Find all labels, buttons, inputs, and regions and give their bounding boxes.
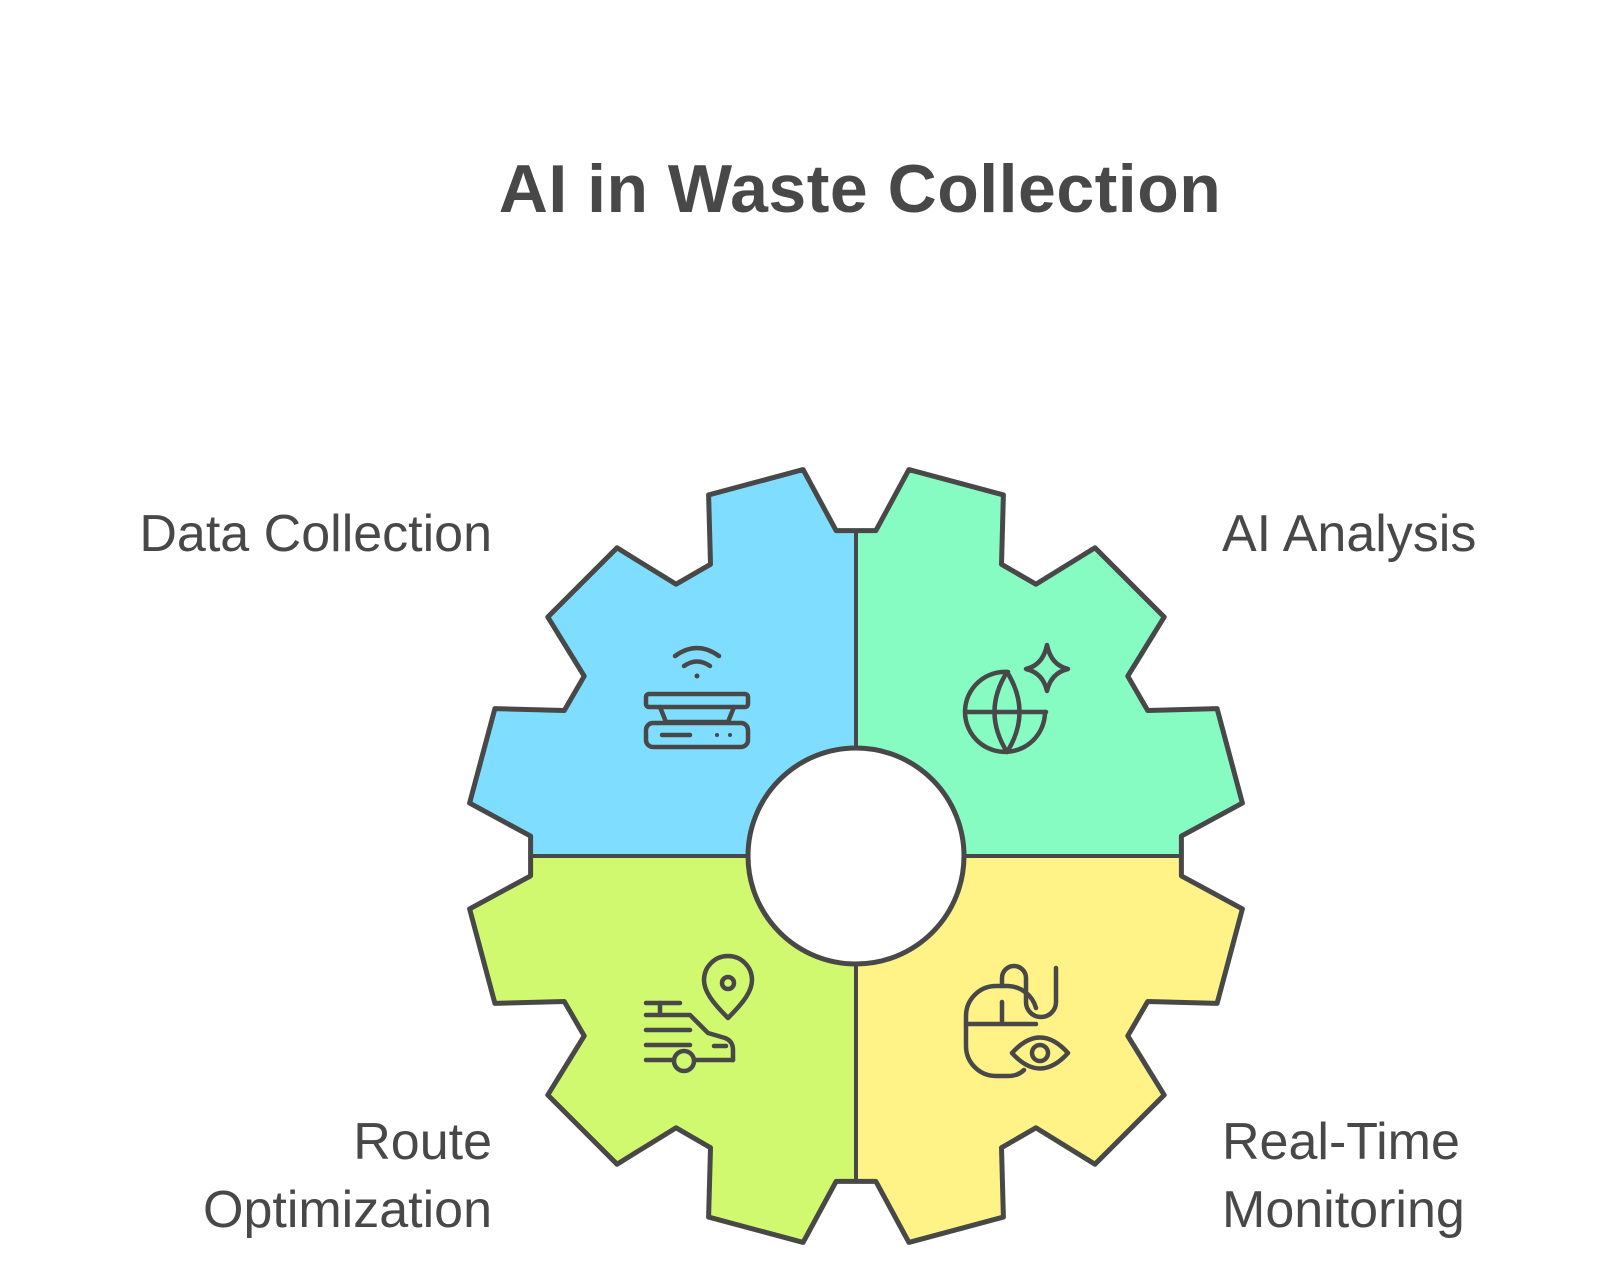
label-real-time-monitoring: Real-Time Monitoring xyxy=(1222,1108,1582,1244)
segment-ai-analysis xyxy=(856,469,1243,856)
globe-sparkle-icon xyxy=(962,642,1071,755)
diagram-title: AI in Waste Collection xyxy=(498,151,1222,227)
truck-location-icon xyxy=(643,953,755,1074)
gear-hub xyxy=(745,745,967,967)
label-ai-analysis: AI Analysis xyxy=(1222,500,1582,568)
segment-route-optimization xyxy=(469,856,856,1243)
segment-data-collection xyxy=(469,469,856,856)
label-line: AI Analysis xyxy=(1222,505,1477,563)
label-data-collection: Data Collection xyxy=(60,500,492,568)
label-line: Optimization xyxy=(203,1181,492,1239)
label-line: Real-Time xyxy=(1222,1113,1460,1171)
label-line: Data Collection xyxy=(139,505,492,563)
label-line: Route xyxy=(353,1113,492,1171)
label-line: Monitoring xyxy=(1222,1181,1465,1239)
label-route-optimization: Route Optimization xyxy=(60,1108,492,1244)
mouse-eye-icon xyxy=(963,963,1071,1079)
wifi-scale-icon xyxy=(643,645,751,750)
gear-outline xyxy=(467,467,1245,1245)
